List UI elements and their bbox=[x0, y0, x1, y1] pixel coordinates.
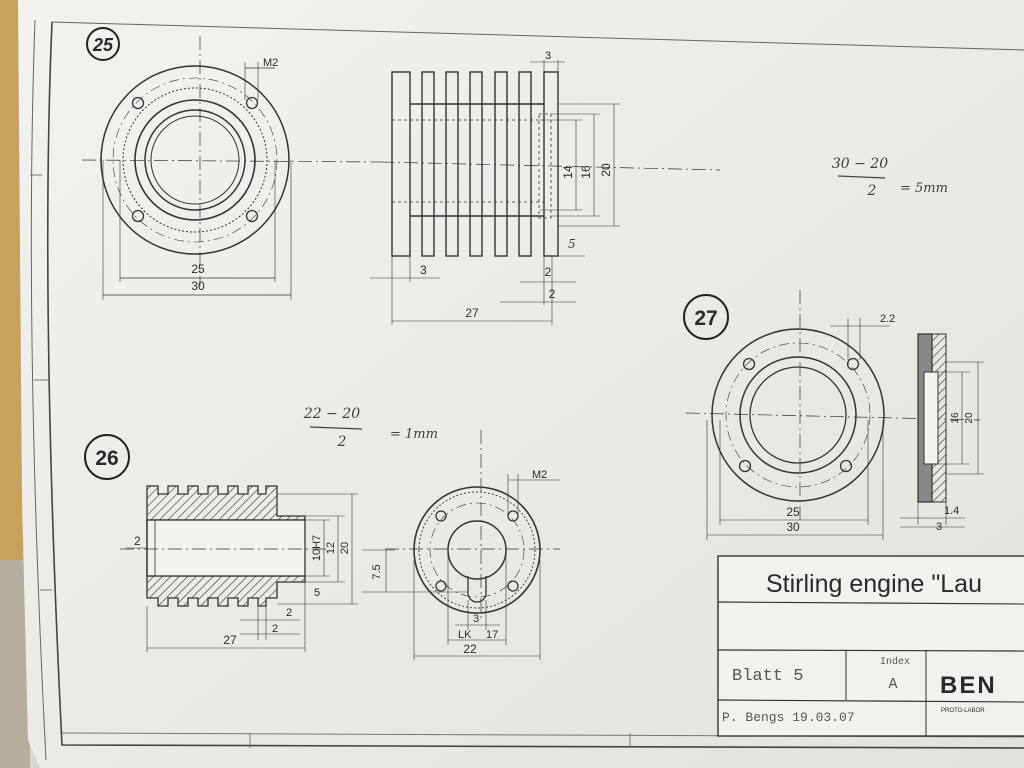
p26-dim-12: 12 bbox=[325, 542, 337, 554]
part-27: 27 2.2 25 30 bbox=[683, 290, 984, 540]
company-logo: BEN PROTO-LABOR bbox=[940, 672, 997, 714]
part-27-number: 27 bbox=[694, 307, 717, 330]
index-label: Index bbox=[880, 656, 910, 668]
p25-dim-fin: 3 bbox=[545, 50, 551, 62]
note-1-result: = 5mm bbox=[900, 181, 948, 196]
p27-dim-2-2: 2.2 bbox=[880, 313, 895, 325]
part-25-front-view bbox=[81, 36, 381, 300]
p26-dim-7-5: 7.5 bbox=[371, 564, 383, 579]
note-2-numerator: 22 − 20 bbox=[303, 406, 360, 422]
p25-dim-len: 27 bbox=[465, 306, 479, 320]
p27-dim-30: 30 bbox=[786, 520, 800, 534]
note-2-denominator: 2 bbox=[337, 434, 347, 450]
p26-dim-27: 27 bbox=[223, 633, 237, 647]
handwritten-note-2: 22 − 20 2 = 1mm bbox=[303, 406, 438, 450]
part-26: 26 bbox=[84, 430, 560, 660]
p27-dim-25: 25 bbox=[786, 505, 800, 519]
author-date: P. Bengs 19.03.07 bbox=[722, 710, 855, 725]
p27-dim-16: 16 bbox=[950, 412, 961, 424]
p25-dim-base: 3 bbox=[420, 263, 427, 277]
svg-text:PROTO-LABOR: PROTO-LABOR bbox=[941, 708, 985, 714]
part-25-number-circle bbox=[86, 27, 120, 61]
p25-dim-30: 30 bbox=[191, 279, 205, 293]
p26-dim-3: 3 bbox=[473, 613, 479, 625]
index-value: A bbox=[888, 676, 897, 693]
p25-dim-25: 25 bbox=[191, 262, 205, 276]
title-block: Stirling engine "Lau Blatt 5 Index A P. … bbox=[717, 555, 1024, 737]
part-25-side-view bbox=[370, 60, 721, 325]
sheet-number: Blatt 5 bbox=[732, 667, 803, 686]
p26-dim-lk: LK bbox=[458, 629, 472, 641]
p25-dim-r2a: 2 bbox=[545, 265, 552, 279]
part-26-number: 26 bbox=[95, 447, 118, 470]
p26-dim-10h7: 10H7 bbox=[311, 535, 323, 561]
p26-dim-17: 17 bbox=[486, 629, 498, 641]
p26-dim-2b: 2 bbox=[272, 623, 278, 635]
p25-dim-16: 16 bbox=[579, 165, 593, 179]
note-2-result: = 1mm bbox=[390, 427, 438, 442]
drawing-frame bbox=[46, 21, 1024, 749]
p26-dim-m2: M2 bbox=[532, 469, 547, 481]
handwritten-note-1: 30 − 20 2 = 5mm bbox=[832, 156, 948, 199]
p26-dim-5: 5 bbox=[314, 587, 320, 599]
svg-text:BEN: BEN bbox=[940, 672, 997, 699]
p25-dim-m2: M2 bbox=[263, 57, 278, 69]
p27-dim-1-4: 1.4 bbox=[944, 505, 959, 517]
p26-dim-20: 20 bbox=[339, 542, 351, 554]
part-25-number: 25 bbox=[92, 35, 114, 55]
part-26-number-circle bbox=[84, 434, 130, 480]
p26-dim-2: 2 bbox=[134, 534, 141, 548]
p25-dim-20: 20 bbox=[599, 163, 613, 177]
part-27-front-view bbox=[685, 290, 981, 540]
drawing-title: Stirling engine "Lau bbox=[766, 570, 982, 598]
part-25: 25 M2 25 30 bbox=[81, 27, 721, 325]
p27-dim-20: 20 bbox=[964, 412, 975, 424]
note-1-numerator: 30 − 20 bbox=[832, 156, 888, 172]
part-27-number-circle bbox=[683, 294, 729, 340]
note-1-denominator: 2 bbox=[867, 183, 877, 199]
p26-dim-2a: 2 bbox=[286, 607, 292, 619]
part-26-end-view bbox=[362, 430, 560, 660]
part-26-section-view bbox=[120, 485, 358, 652]
part-27-side-view: 16 20 1.4 3 bbox=[900, 333, 984, 533]
p25-dim-14: 14 bbox=[561, 165, 575, 179]
p25-dim-5: 5 bbox=[568, 237, 576, 251]
p25-dim-r2b: 2 bbox=[549, 287, 556, 301]
p27-dim-3: 3 bbox=[936, 521, 942, 533]
p26-dim-22: 22 bbox=[463, 642, 477, 656]
